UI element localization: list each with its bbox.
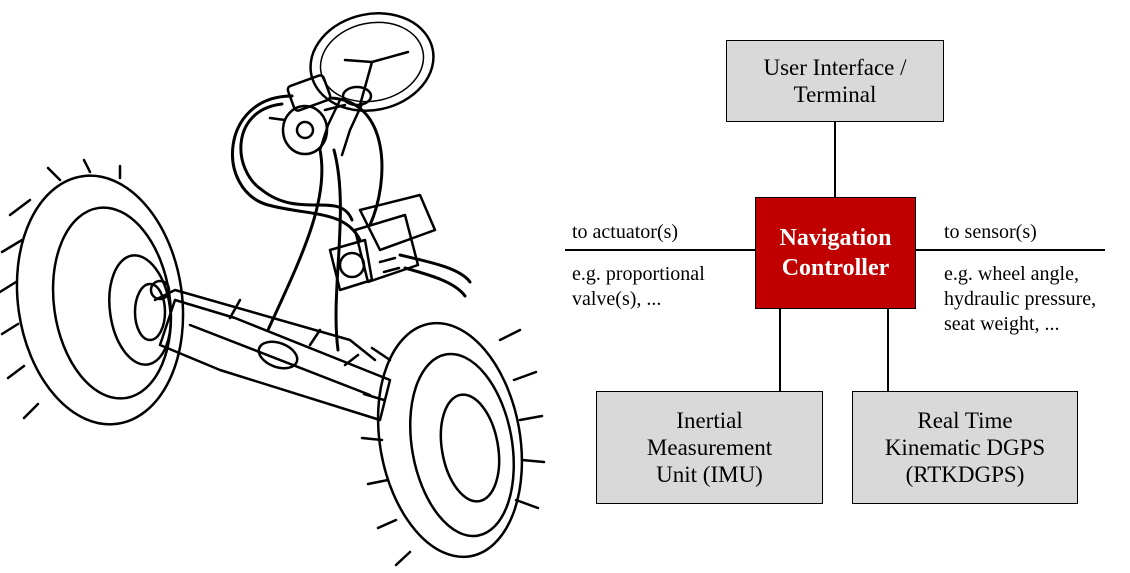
imu-label: Inertial Measurement Unit (IMU) — [646, 408, 773, 487]
imu-box: Inertial Measurement Unit (IMU) — [596, 391, 823, 504]
tractor-steering-illustration — [0, 12, 546, 567]
left-wheel — [0, 158, 185, 426]
proportional-valve-block — [328, 193, 437, 292]
navigation-controller-label: Navigation Controller — [779, 225, 892, 281]
hydraulic-hoses — [231, 94, 472, 352]
user-interface-terminal-label: User Interface / Terminal — [763, 55, 907, 107]
navigation-controller-box: Navigation Controller — [755, 197, 916, 309]
to-sensors-label: to sensor(s) — [944, 221, 1037, 243]
right-wheel — [360, 321, 546, 567]
sensor-examples-label: e.g. wheel angle, hydraulic pressure, se… — [944, 263, 1097, 335]
rtkdgps-box: Real Time Kinematic DGPS (RTKDGPS) — [852, 391, 1078, 504]
steering-valve-unit — [268, 74, 347, 156]
user-interface-terminal-box: User Interface / Terminal — [726, 40, 944, 122]
to-actuators-label: to actuator(s) — [572, 221, 679, 243]
axle-beam — [153, 288, 392, 422]
actuator-examples-label: e.g. proportional valve(s), ... — [572, 263, 705, 310]
rtkdgps-label: Real Time Kinematic DGPS (RTKDGPS) — [884, 408, 1046, 487]
